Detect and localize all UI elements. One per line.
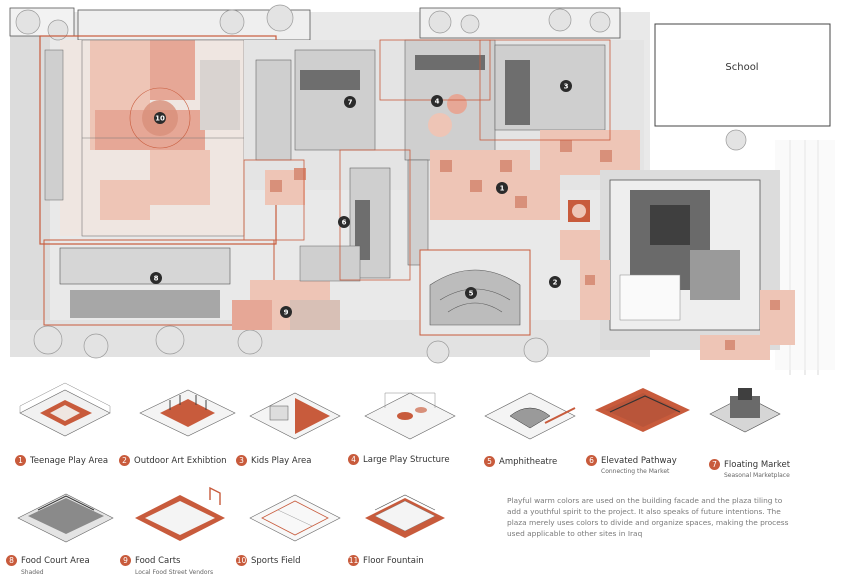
iso-view-food-carts: [135, 486, 225, 541]
legend-label: Kids Play Area: [251, 455, 312, 466]
legend-item-3: 3 Kids Play Area: [236, 455, 311, 466]
legend-number-badge: 2: [119, 455, 130, 466]
iso-view-teenage-play-area: [19, 382, 111, 437]
plan-marker-1: 1: [496, 182, 508, 194]
legend-item-7: 7 Floating Market: [709, 459, 790, 470]
svg-text:3: 3: [564, 83, 569, 91]
legend-label: Amphitheatre: [499, 456, 558, 467]
legend-label: Outdoor Art Exhibtion: [134, 455, 227, 466]
legend-item-9: 9 Food Carts: [120, 555, 180, 566]
legend-item-6: 6 Elevated Pathway: [586, 455, 677, 466]
iso-view-elevated-pathway: [595, 388, 690, 432]
plan-marker-9: 9: [280, 306, 292, 318]
svg-text:2: 2: [553, 279, 558, 287]
plan-marker-3: 3: [560, 80, 572, 92]
legend-item-4: 4 Large Play Structure: [348, 454, 450, 465]
legend-number-badge: 8: [6, 555, 17, 566]
legend-subtitle-6: Connecting the Market: [601, 468, 670, 475]
plan-marker-2: 2: [549, 276, 561, 288]
legend-item-2: 2 Outdoor Art Exhibtion: [119, 455, 227, 466]
plan-marker-5: 5: [465, 287, 477, 299]
legend-label: Floor Fountain: [363, 555, 424, 566]
iso-view-sports-field: [249, 494, 341, 542]
legend-number-badge: 3: [236, 455, 247, 466]
svg-text:10: 10: [155, 115, 165, 123]
legend-label: Food Carts: [135, 555, 181, 566]
svg-text:4: 4: [435, 98, 440, 106]
legend-item-8: 8 Food Court Area: [6, 555, 90, 566]
school-label: School: [725, 62, 758, 73]
legend-number-badge: 4: [348, 454, 359, 465]
legend-number-badge: 7: [709, 459, 720, 470]
legend-number-badge: 11: [348, 555, 359, 566]
legend-number-badge: 9: [120, 555, 131, 566]
legend-subtitle-9: Local Food Street Vendors: [135, 569, 214, 576]
plan-marker-10: 10: [154, 112, 166, 124]
iso-view-kids-play-area: [249, 392, 341, 440]
legend-item-11: 11 Floor Fountain: [348, 555, 424, 566]
iso-view-floor-fountain: [365, 494, 445, 538]
legend-label: Sports Field: [251, 555, 301, 566]
legend-label: Large Play Structure: [363, 454, 450, 465]
site-plan: School: [9, 4, 831, 375]
legend-number-badge: 5: [484, 456, 495, 467]
svg-text:8: 8: [154, 275, 159, 283]
legend-label: Teenage Play Area: [30, 455, 109, 466]
svg-text:1: 1: [500, 185, 505, 193]
iso-view-food-court-area: [17, 493, 114, 543]
legend-item-10: 10 Sports Field: [236, 555, 301, 566]
legend-number-badge: 1: [15, 455, 26, 466]
project-description: Playful warm colors are used on the buil…: [507, 496, 789, 538]
legend-subtitle-8: Shaded: [21, 569, 44, 576]
svg-text:7: 7: [348, 99, 353, 107]
iso-view-amphitheatre: [484, 392, 576, 440]
legend-label: Floating Market: [724, 459, 791, 470]
svg-text:9: 9: [284, 309, 289, 317]
svg-text:5: 5: [469, 290, 474, 298]
iso-view-large-play-structure: [364, 392, 456, 440]
plan-marker-7: 7: [344, 96, 356, 108]
iso-view-outdoor-art-exhibition: [139, 389, 236, 437]
svg-text:6: 6: [342, 219, 347, 227]
legend-subtitle-7: Seasonal Marketplace: [724, 472, 790, 479]
legend-label: Elevated Pathway: [601, 455, 677, 466]
legend-number-badge: 10: [236, 555, 247, 566]
iso-view-floating-market: [709, 388, 781, 433]
legend-label: Food Court Area: [21, 555, 90, 566]
legend-item-5: 5 Amphitheatre: [484, 456, 557, 467]
plan-marker-6: 6: [338, 216, 350, 228]
plan-marker-8: 8: [150, 272, 162, 284]
legend-item-1: 1 Teenage Play Area: [15, 455, 108, 466]
legend-number-badge: 6: [586, 455, 597, 466]
plan-marker-4: 4: [431, 95, 443, 107]
